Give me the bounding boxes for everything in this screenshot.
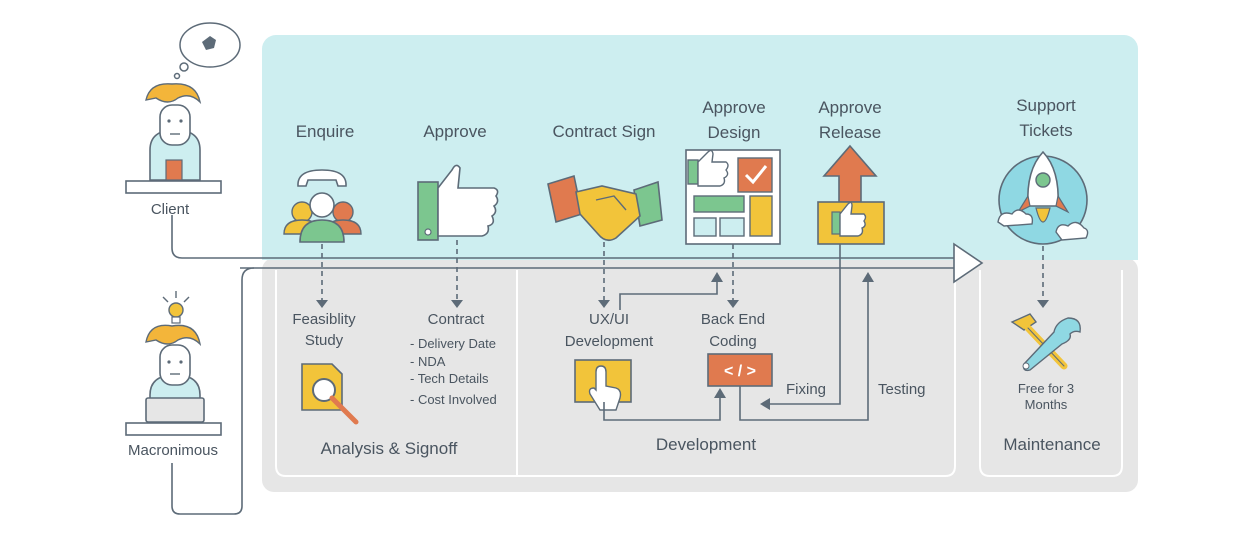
stage-approve-label: Approve: [423, 122, 486, 141]
code-symbol: < / >: [724, 363, 756, 380]
backend-line2: Coding: [709, 333, 757, 350]
stage-enquire-label: Enquire: [296, 122, 355, 141]
design-mockup-icon: [685, 149, 781, 245]
fixing-label: Fixing: [786, 381, 826, 398]
thumbs-up-icon: [417, 164, 499, 241]
company-band: [262, 258, 1138, 492]
stage-approve-release-line2: Release: [819, 123, 881, 142]
code-box: [707, 353, 773, 387]
contract-item: - Cost Involved: [410, 392, 497, 407]
section-analysis-label: Analysis & Signoff: [321, 439, 458, 458]
section-frame-maintenance: [979, 270, 1123, 477]
contract-item: - Delivery Date: [410, 336, 496, 351]
company-label: Macronimous: [128, 442, 218, 459]
feasibility-line2: Study: [305, 332, 344, 349]
stage-support-tickets-line1: Support: [1016, 96, 1076, 115]
client-figure: [125, 22, 241, 194]
stage-approve-release-line1: Approve: [818, 98, 881, 117]
section-development-label: Development: [656, 435, 756, 454]
section-frame-analysis-development: [275, 270, 956, 477]
uxui-line2: Development: [565, 333, 654, 350]
stage-support-tickets-line2: Tickets: [1019, 121, 1072, 140]
main-timeline-arrow: [171, 215, 960, 259]
contract-item: - Tech Details: [410, 371, 489, 386]
backend-line1: Back End: [701, 311, 765, 328]
free-support-line2: Months: [1025, 397, 1068, 412]
stage-approve-design-line1: Approve: [702, 98, 765, 117]
client-label: Client: [151, 201, 190, 218]
stage-contract-sign-label: Contract Sign: [553, 122, 656, 141]
uxui-line1: UX/UI: [589, 311, 629, 328]
enquire-icon: [283, 169, 362, 243]
touch-screen-icon: [574, 359, 632, 411]
free-support-line1: Free for 3: [1018, 381, 1074, 396]
release-arrow-icon: [817, 144, 885, 245]
contract-title: Contract: [428, 311, 486, 328]
tools-icon: [1010, 313, 1081, 372]
rocket-icon: [997, 150, 1089, 245]
contract-item: - NDA: [410, 354, 446, 369]
company-return-line: [171, 267, 255, 515]
feasibility-line1: Feasiblity: [292, 311, 356, 328]
handshake-icon: [547, 174, 663, 242]
document-search-icon: [301, 363, 359, 425]
testing-label: Testing: [878, 381, 926, 398]
company-figure: [125, 291, 222, 436]
stage-approve-design-line2: Design: [708, 123, 761, 142]
section-maintenance-label: Maintenance: [1003, 435, 1100, 454]
